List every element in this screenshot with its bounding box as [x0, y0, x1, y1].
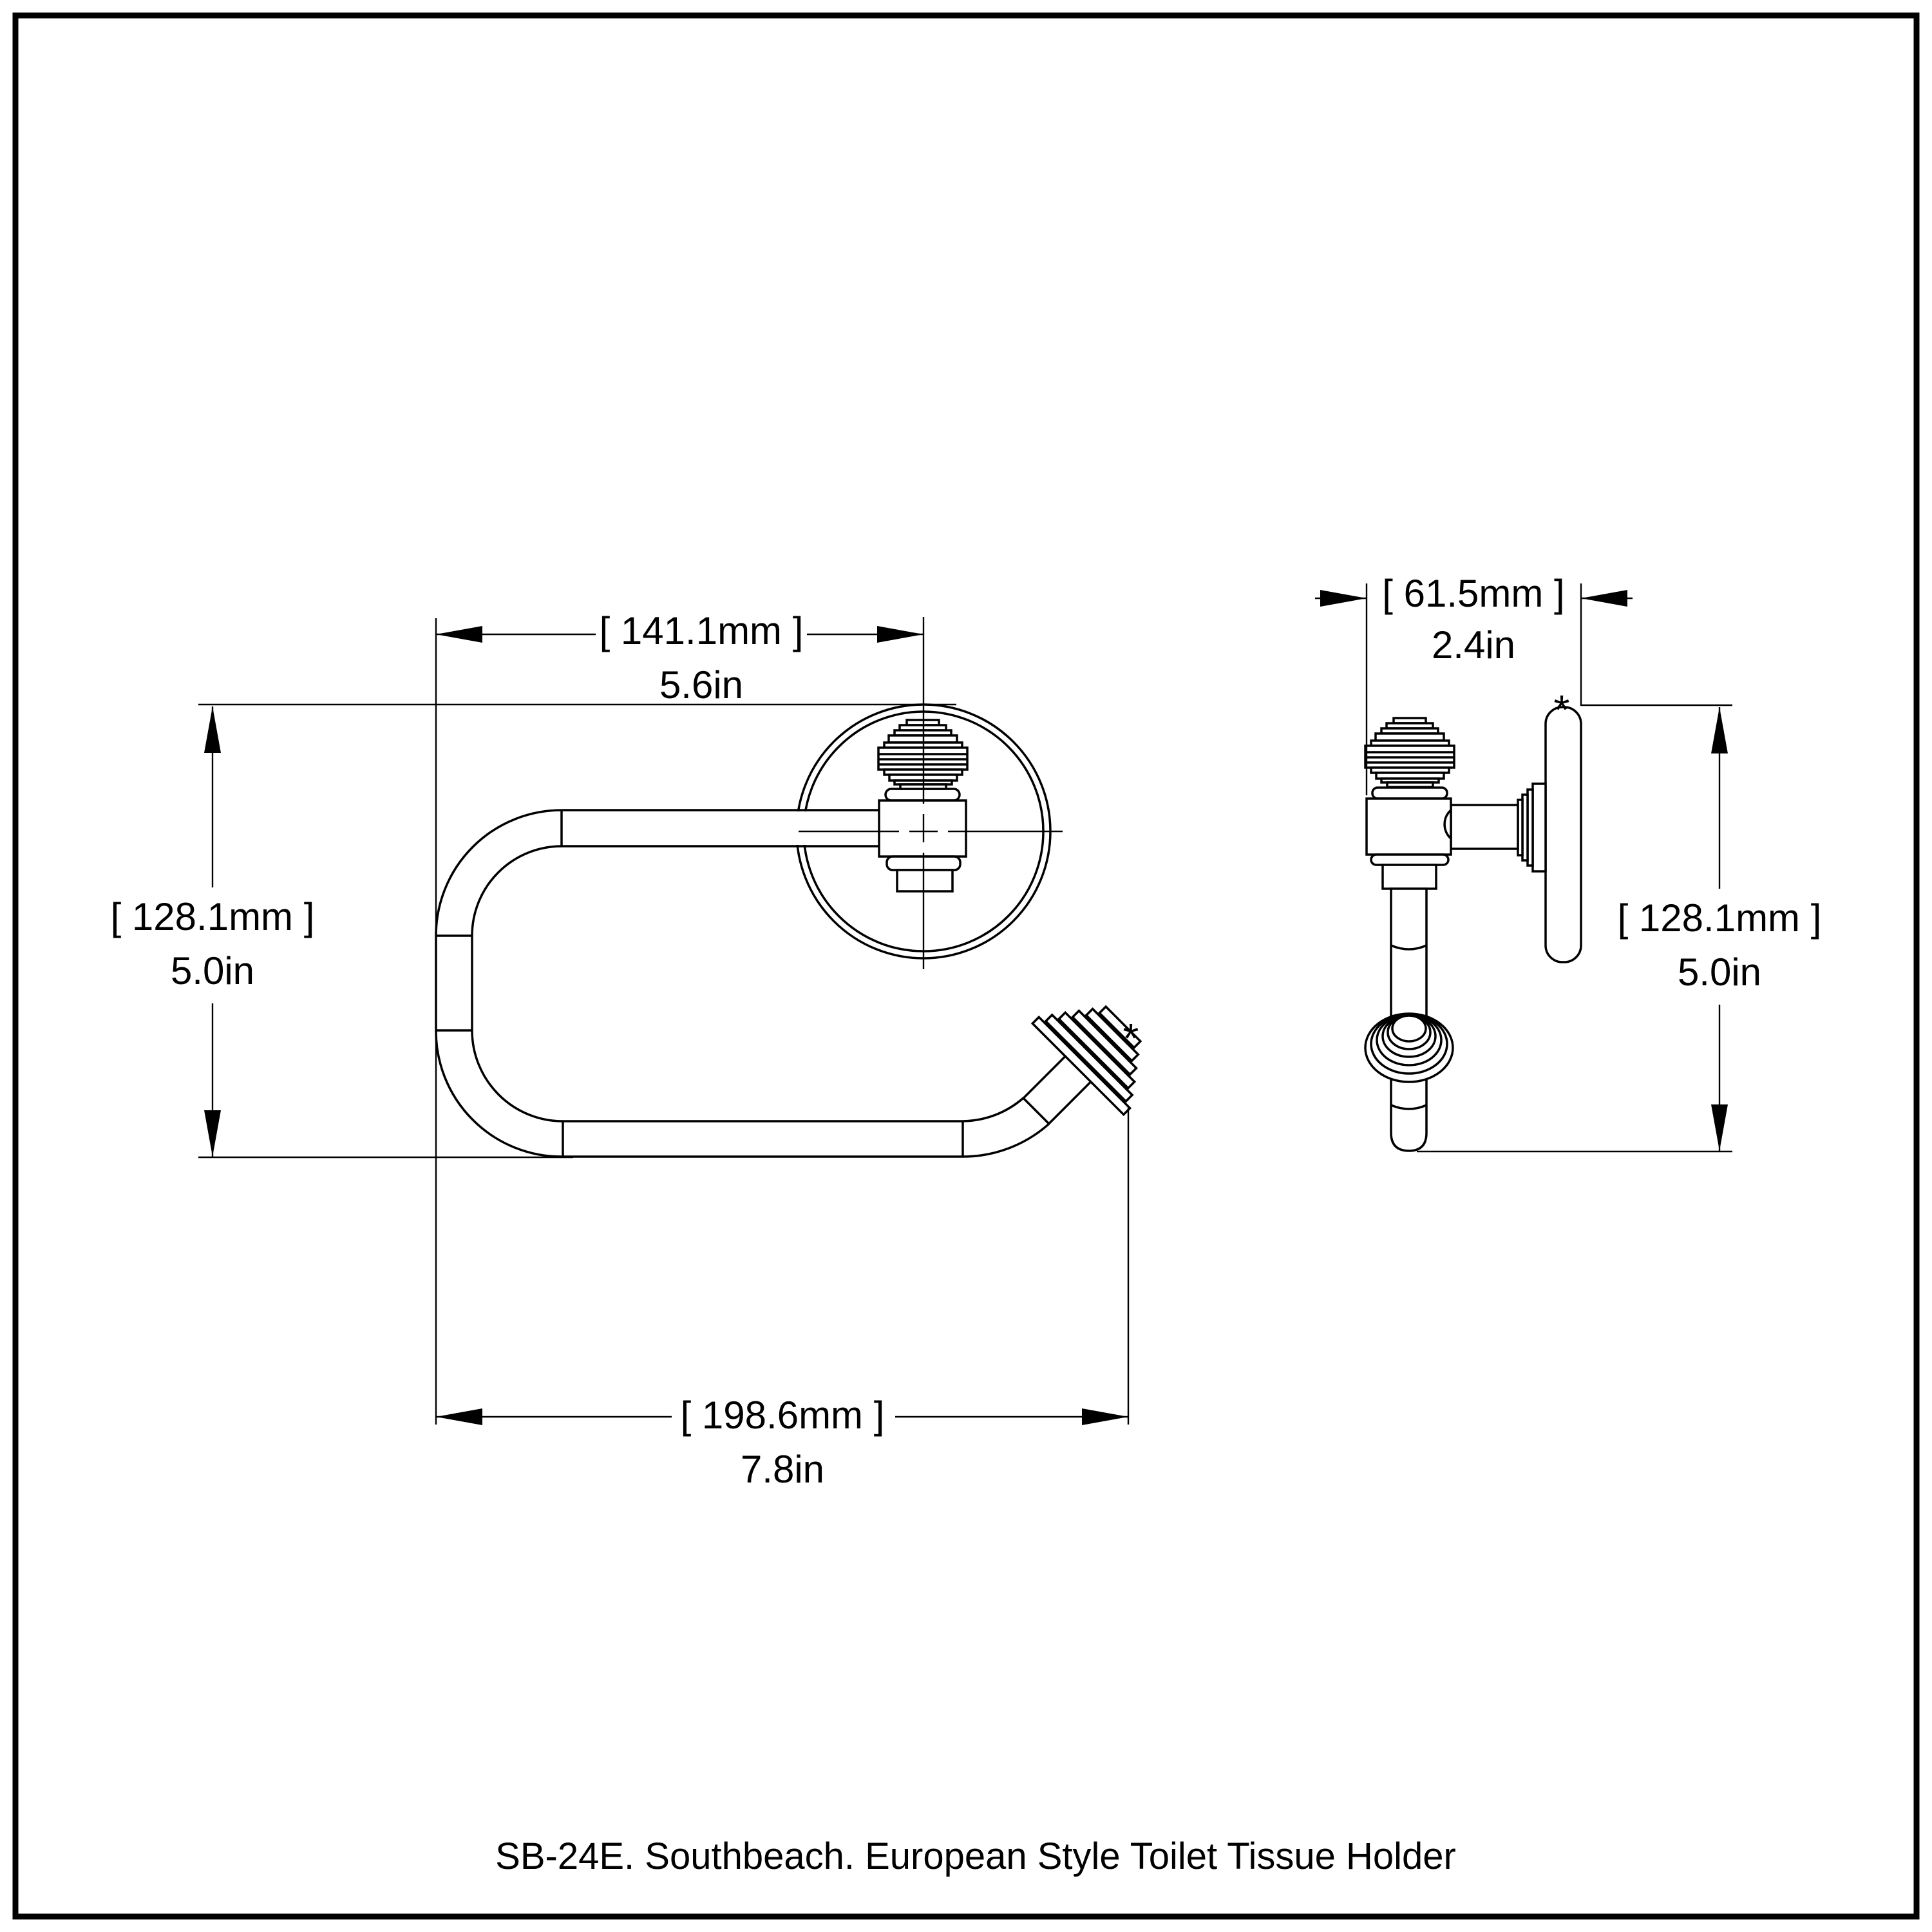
side-dimensions: [ 61.5mm ] 2.4in [ 128.1mm ] 5.0in — [1315, 572, 1822, 1153]
finial-disc — [1097, 1005, 1142, 1050]
mount-pedestal-upper — [884, 788, 961, 802]
flange-step — [1531, 782, 1547, 873]
roll-bar — [435, 809, 1050, 1158]
finial-disc — [1084, 1007, 1140, 1063]
roll-bar-bend-outer — [962, 1122, 1050, 1158]
mount-block-side — [1365, 797, 1452, 856]
dim-front-depth-mm: [ 198.6mm ] — [681, 1394, 885, 1437]
dim-front-width: [ 141.1mm ] 5.6in — [436, 609, 923, 706]
arrowhead-up — [1711, 707, 1728, 753]
finial-tube-seam — [1022, 1097, 1050, 1125]
finial-disc — [1071, 1009, 1138, 1076]
mount-block — [878, 799, 967, 858]
dim-front-height: [ 128.1mm ] 5.0in — [111, 703, 956, 1159]
roll-bar-outer-bottom-corner — [435, 1030, 562, 1158]
roll-bar-bend-inner — [962, 1097, 1025, 1122]
plate-top-asterisk: * — [1554, 687, 1570, 733]
arrowhead-left — [436, 626, 482, 643]
stem-root-arc — [1443, 809, 1452, 840]
mount-pedestal-upper-side — [1371, 786, 1448, 800]
roll-bar-outer-top-corner — [435, 809, 562, 936]
dim-side-width: [ 61.5mm ] 2.4in — [1315, 572, 1633, 795]
dim-front-depth: [ 198.6mm ] 7.8in — [436, 1108, 1130, 1491]
dim-front-width-inch: 5.6in — [659, 663, 743, 706]
front-dimensions: [ 141.1mm ] 5.6in [ 128.1mm ] 5.0in [ 19… — [111, 609, 1130, 1491]
side-view: * — [1364, 687, 1582, 1152]
mount-neck-block — [896, 869, 954, 893]
dim-front-height-mm: [ 128.1mm ] — [111, 895, 315, 938]
finial-tube-edge — [1048, 1081, 1092, 1125]
drawing-caption: SB-24E. Southbeach. European Style Toile… — [495, 1835, 1456, 1877]
arrowhead-right — [1082, 1408, 1128, 1425]
dim-side-height-inch: 5.0in — [1678, 951, 1761, 994]
finial-disc — [1030, 1015, 1132, 1117]
front-view: * — [435, 617, 1142, 1158]
rod-seam-upper — [1390, 944, 1427, 951]
rod-seam-lower — [1390, 1104, 1427, 1110]
holder-arm-fill — [562, 811, 882, 845]
border-frame — [12, 12, 1920, 1920]
arrowhead-right — [1320, 590, 1367, 607]
dim-side-width-mm: [ 61.5mm ] — [1382, 572, 1564, 615]
arrowhead-left — [1581, 590, 1627, 607]
finial-disc — [1044, 1013, 1134, 1103]
finial-tube-edge — [1022, 1055, 1066, 1099]
arrowhead-left — [436, 1408, 482, 1425]
mount-pedestal-lower-side — [1370, 853, 1450, 866]
dim-front-width-mm: [ 141.1mm ] — [600, 609, 804, 652]
mount-neck-block-side — [1381, 864, 1437, 890]
wall-plate-side — [1544, 706, 1582, 963]
dim-front-height-inch: 5.0in — [171, 949, 254, 992]
dim-side-height-mm: [ 128.1mm ] — [1618, 896, 1822, 940]
arrowhead-down — [1711, 1104, 1728, 1151]
arrowhead-up — [204, 706, 221, 753]
arrowhead-down — [204, 1110, 221, 1157]
dim-side-width-inch: 2.4in — [1432, 623, 1515, 667]
mount-stem-side — [1450, 804, 1519, 850]
decorative-knob-side — [1364, 717, 1455, 788]
roll-bar-inner-top-corner — [471, 845, 562, 936]
roll-bar-inner-bottom-corner — [471, 1030, 564, 1122]
dim-side-height: [ 128.1mm ] 5.0in — [1417, 704, 1822, 1153]
end-finial — [1022, 1005, 1142, 1125]
finial-tip-asterisk: * — [1123, 1015, 1139, 1061]
disc-ornament — [1364, 1012, 1454, 1083]
finial-disc — [1057, 1010, 1137, 1090]
dim-front-depth-inch: 7.8in — [741, 1448, 824, 1491]
arrowhead-right — [877, 626, 923, 643]
disc-ring — [1391, 1014, 1427, 1043]
